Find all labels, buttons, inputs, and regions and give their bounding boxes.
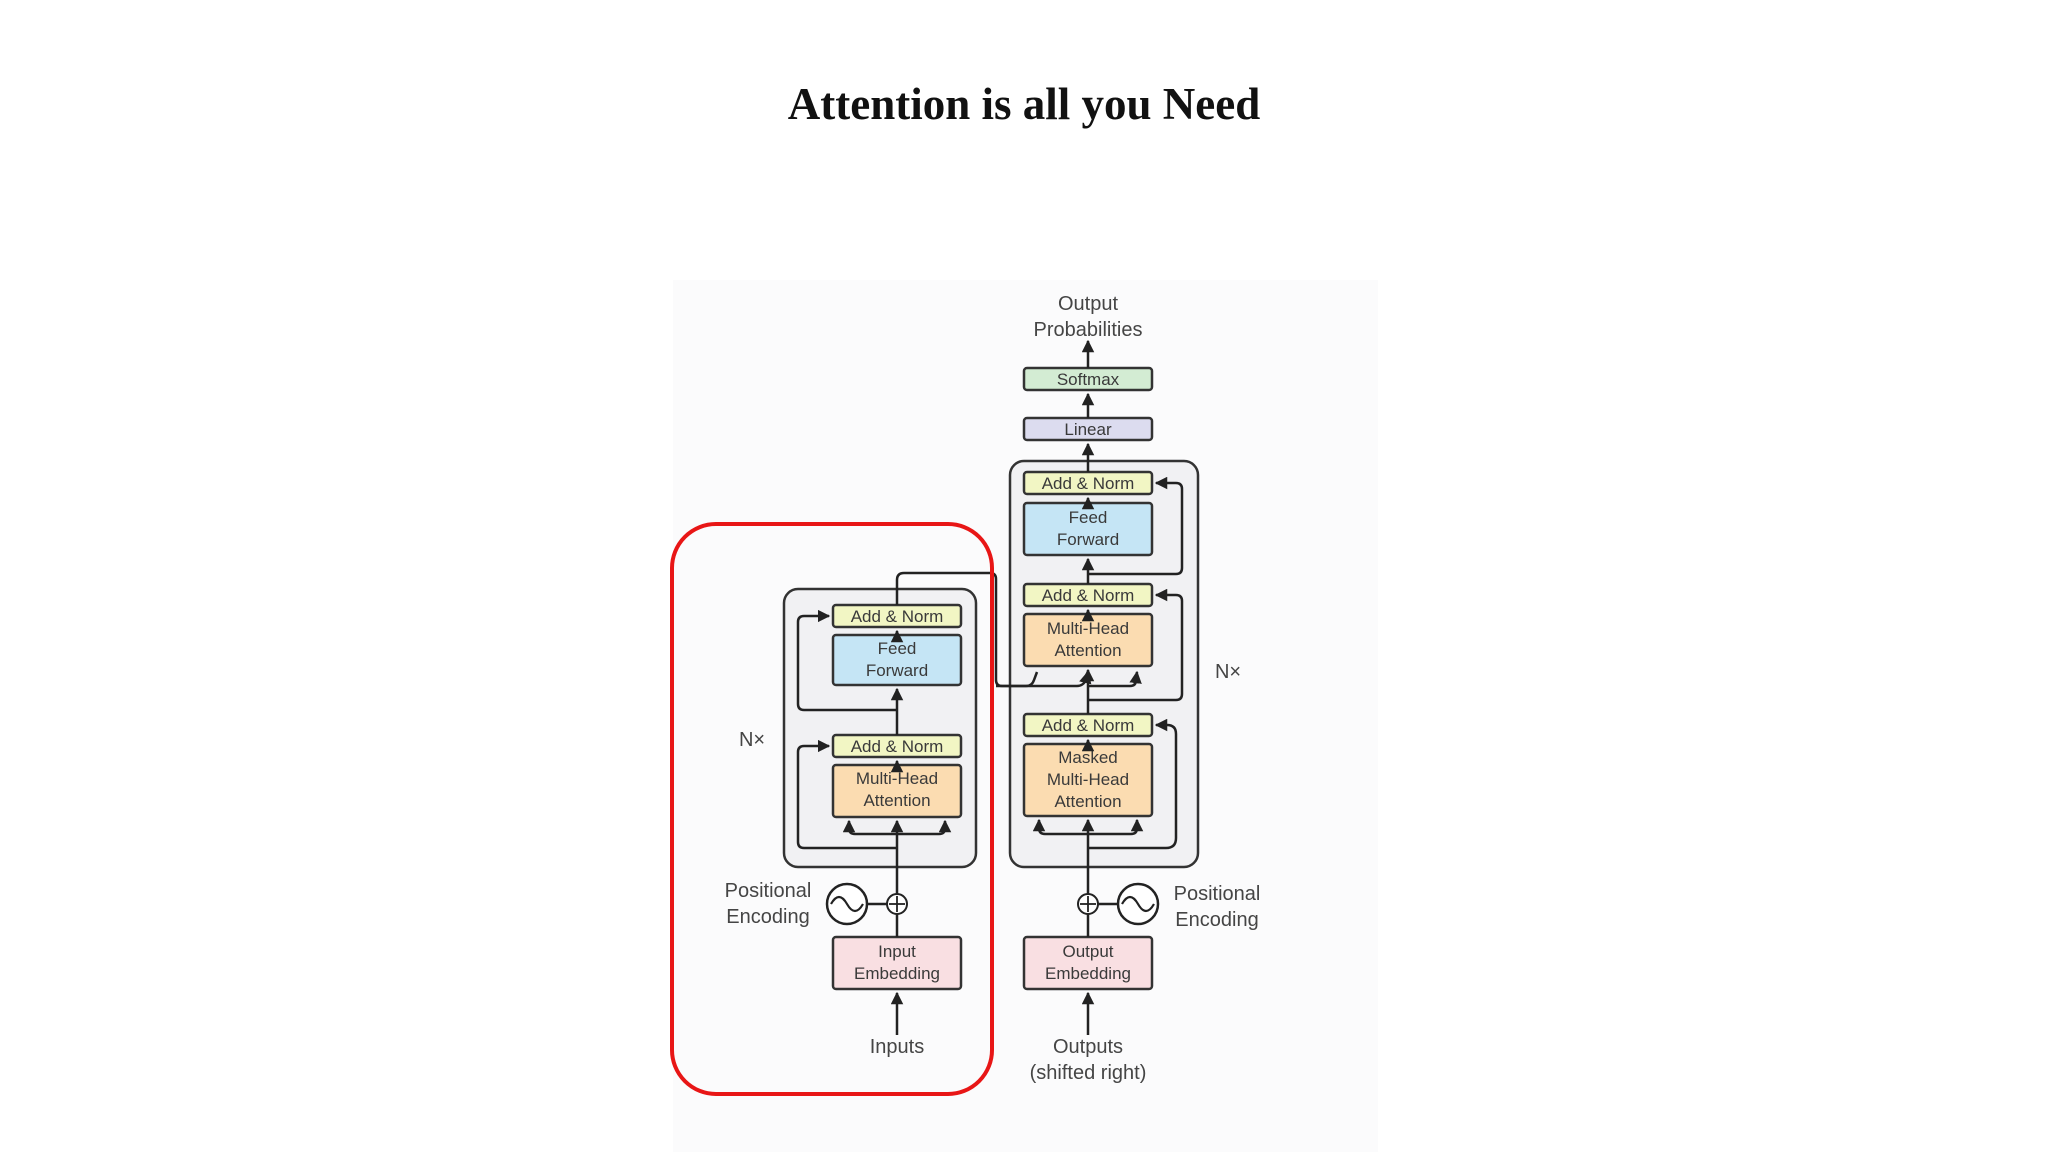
- linear-label: Linear: [1064, 420, 1112, 439]
- slide-title: Attention is all you Need: [787, 79, 1261, 129]
- decoder-add-norm-bottom-label: Add & Norm: [1042, 716, 1135, 735]
- decoder-positional-encoding-label-1: Positional: [1174, 883, 1261, 905]
- decoder-feed-forward-label-1: Feed: [1069, 508, 1108, 527]
- output-embedding-label-2: Embedding: [1045, 964, 1131, 983]
- decoder-feed-forward-label-2: Forward: [1057, 530, 1119, 549]
- encoder-attention-label-1: Multi-Head: [856, 769, 938, 788]
- output-probabilities-label-1: Output: [1058, 293, 1118, 315]
- input-embedding-label-1: Input: [878, 942, 916, 961]
- encoder-nx-label: N×: [739, 729, 765, 751]
- output-embedding-label-1: Output: [1062, 942, 1113, 961]
- input-embedding-label-2: Embedding: [854, 964, 940, 983]
- encoder-highlight-box: [670, 522, 994, 1096]
- masked-attention-label-3: Attention: [1054, 792, 1121, 811]
- decoder-attention-label-2: Attention: [1054, 641, 1121, 660]
- masked-attention-label-2: Multi-Head: [1047, 770, 1129, 789]
- encoder-stack-frame: [782, 587, 978, 869]
- outputs-label-1: Outputs: [1053, 1036, 1123, 1058]
- decoder-attention-label-1: Multi-Head: [1047, 619, 1129, 638]
- masked-attention-label-1: Masked: [1058, 748, 1118, 767]
- encoder-add-norm-top-label: Add & Norm: [851, 607, 944, 626]
- encoder-feed-forward-label-2: Forward: [866, 661, 928, 680]
- decoder-nx-label: N×: [1215, 661, 1241, 683]
- output-probabilities-label-2: Probabilities: [1034, 319, 1143, 341]
- decoder-add-norm-top-label: Add & Norm: [1042, 474, 1135, 493]
- inputs-label: Inputs: [870, 1036, 924, 1058]
- encoder-positional-encoding-label-1: Positional: [725, 880, 812, 902]
- decoder-connections: [1032, 339, 1184, 1035]
- outputs-label-2: (shifted right): [1030, 1062, 1147, 1084]
- decoder-positional-encoding-label-2: Encoding: [1175, 909, 1258, 931]
- encoder-positional-encoding-label-2: Encoding: [726, 906, 809, 928]
- softmax-label: Softmax: [1057, 370, 1120, 389]
- decoder-add-norm-middle-label: Add & Norm: [1042, 586, 1135, 605]
- encoder-add-norm-bottom-label: Add & Norm: [851, 737, 944, 756]
- encoder-feed-forward-label-1: Feed: [878, 639, 917, 658]
- encoder-attention-label-2: Attention: [863, 791, 930, 810]
